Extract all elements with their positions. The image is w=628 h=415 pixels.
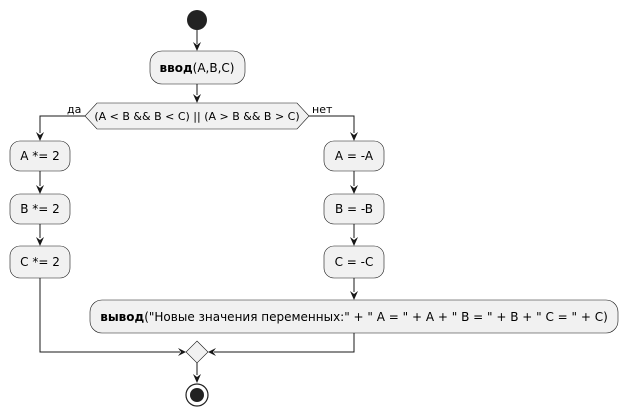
edge-yes-to-merge [39, 278, 180, 353]
no-step-1-text: A = -A [335, 149, 374, 163]
no-step-2-text: B = -B [335, 202, 373, 216]
output-node: вывод("Новые значения переменных:" + " A… [89, 299, 619, 334]
no-step-1: A = -A [323, 140, 385, 172]
arrowhead [193, 94, 201, 103]
edge-decision-yes [39, 115, 85, 133]
output-text: вывод("Новые значения переменных:" + " A… [100, 310, 608, 324]
input-keyword: ввод [160, 61, 193, 75]
arrowhead [350, 291, 358, 300]
decision-node: (A < B && B < C) || (A > B && B > C) [84, 102, 310, 130]
arrowhead [350, 185, 358, 194]
output-keyword: вывод [100, 310, 144, 324]
arrowhead [193, 374, 201, 383]
output-args: ("Новые значения переменных:" + " A = " … [144, 310, 608, 324]
yes-label: да [67, 103, 81, 116]
merge-node [185, 340, 209, 364]
no-step-3-text: C = -C [335, 255, 374, 269]
end-node-icon [185, 383, 209, 407]
no-label: нет [312, 103, 333, 116]
yes-step-1-text: A *= 2 [20, 149, 60, 163]
arrowhead [350, 237, 358, 246]
arrowhead [350, 132, 358, 141]
input-args: (A,B,C) [193, 61, 235, 75]
arrowhead [208, 348, 216, 356]
arrowhead [36, 132, 44, 141]
edge-output-to-merge [214, 333, 355, 353]
input-node: ввод(A,B,C) [149, 50, 246, 85]
input-text: ввод(A,B,C) [160, 61, 235, 75]
yes-step-3: C *= 2 [9, 245, 71, 279]
yes-step-3-text: C *= 2 [20, 255, 60, 269]
arrowhead [36, 237, 44, 246]
arrowhead [178, 348, 186, 356]
arrowhead [36, 185, 44, 194]
decision-condition: (A < B && B < C) || (A > B && B > C) [94, 110, 299, 123]
yes-step-2-text: B *= 2 [20, 202, 60, 216]
arrowhead [193, 42, 201, 51]
no-step-2: B = -B [323, 193, 385, 225]
no-step-3: C = -C [323, 245, 385, 279]
start-node-icon [187, 10, 207, 30]
yes-step-1: A *= 2 [9, 140, 71, 172]
edge-decision-no [309, 115, 355, 133]
yes-step-2: B *= 2 [9, 193, 71, 225]
